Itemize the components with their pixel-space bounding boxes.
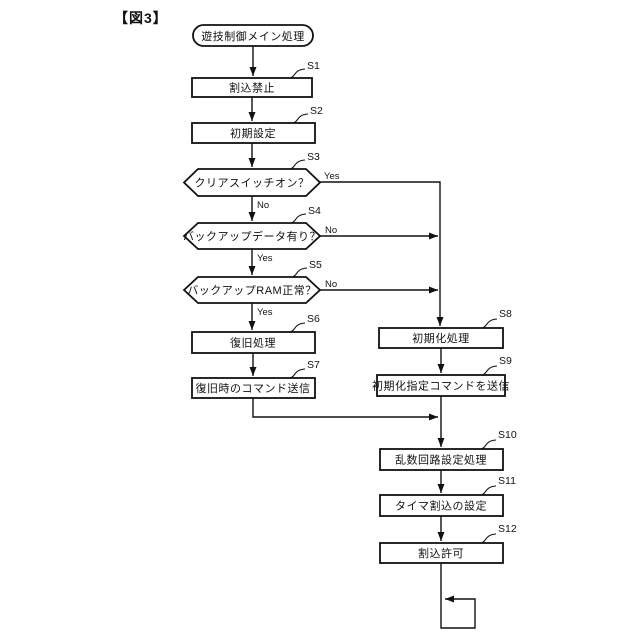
s3-label: クリアスイッチオン？ [195, 177, 310, 190]
s9-process-shape [376, 374, 506, 397]
s12-step-id: S12 [498, 523, 517, 535]
node-s8: 初期化処理 S8 [378, 308, 512, 349]
s5-leader-line [291, 267, 308, 278]
s1-leader-line [289, 68, 306, 79]
s11-leader-line [480, 485, 497, 496]
node-s7: 復旧時のコマンド送信 S7 [191, 359, 320, 399]
s5-label: バックアップRAM正常？ [187, 284, 316, 297]
s10-label: 乱数回路設定処理 [395, 453, 487, 467]
branch-s3-no: No [257, 200, 269, 211]
s3-leader-line [289, 159, 306, 170]
s4-label: バックアップデータ有り？ [183, 229, 321, 243]
s10-leader-line [480, 439, 497, 450]
s3-decision-shape [182, 168, 322, 197]
s8-leader-line [481, 318, 498, 329]
s12-process-shape [379, 542, 504, 564]
node-s3: クリアスイッチオン？ S3 [182, 151, 322, 197]
s7-process-shape [191, 377, 316, 399]
s11-label: タイマ割込の設定 [395, 499, 487, 513]
s8-label: 初期化処理 [412, 331, 470, 345]
s5-step-id: S5 [309, 259, 322, 271]
s4-decision-shape [182, 222, 322, 250]
s2-label: 初期設定 [230, 126, 276, 140]
s9-leader-line [481, 365, 498, 376]
s12-leader-line [480, 533, 497, 544]
s7-label: 復旧時のコマンド送信 [196, 381, 311, 395]
node-s4: バックアップデータ有り？ S4 [182, 205, 322, 250]
start-terminal-shape [192, 24, 314, 47]
branch-s5-yes: Yes [257, 307, 273, 318]
start-terminal-label: 遊技制御メイン処理 [201, 29, 305, 43]
s7-step-id: S7 [307, 359, 320, 371]
branch-s3-yes: Yes [324, 171, 340, 182]
node-s9: 初期化指定コマンドを送信 S9 [372, 355, 512, 397]
s6-process-shape [191, 331, 316, 354]
s5-decision-shape [182, 276, 322, 304]
branch-s4-yes: Yes [257, 253, 273, 264]
s11-step-id: S11 [498, 475, 516, 487]
s4-leader-line [290, 213, 307, 224]
s3-step-id: S3 [307, 151, 320, 163]
node-s2: 初期設定 S2 [191, 105, 323, 144]
s9-step-id: S9 [499, 355, 512, 367]
s6-step-id: S6 [307, 313, 320, 325]
branch-s5-no: No [325, 279, 337, 290]
node-s10: 乱数回路設定処理 S10 [379, 429, 517, 471]
s10-step-id: S10 [498, 429, 517, 441]
node-s5: バックアップRAM正常？ S5 [182, 259, 322, 304]
s8-step-id: S8 [499, 308, 512, 320]
s9-label: 初期化指定コマンドを送信 [372, 379, 510, 393]
s2-process-shape [191, 122, 316, 144]
branch-s4-no: No [325, 225, 337, 236]
s11-process-shape [379, 494, 504, 517]
node-start: 遊技制御メイン処理 [192, 24, 314, 47]
edge-s7-to-trunk [252, 398, 438, 421]
node-s6: 復旧処理 S6 [191, 313, 320, 354]
s4-step-id: S4 [308, 205, 321, 217]
s1-step-id: S1 [307, 60, 320, 72]
node-s12: 割込許可 S12 [379, 523, 517, 564]
s6-leader-line [289, 322, 306, 333]
edge-s12-loop-back [440, 563, 476, 629]
s12-label: 割込許可 [418, 546, 464, 560]
s10-process-shape [379, 448, 504, 471]
s2-step-id: S2 [310, 105, 323, 117]
node-s1: 割込禁止 S1 [191, 60, 320, 98]
s1-process-shape [191, 77, 313, 98]
s2-leader-line [292, 113, 309, 124]
s6-label: 復旧処理 [230, 337, 276, 350]
s7-leader-line [289, 368, 306, 379]
s8-process-shape [378, 327, 504, 349]
node-s11: タイマ割込の設定 S11 [379, 475, 516, 517]
s1-label: 割込禁止 [229, 81, 275, 95]
figure-label: 【図3】 [114, 10, 168, 26]
edge-s3-yes-trunk-to-s8 [320, 181, 444, 326]
